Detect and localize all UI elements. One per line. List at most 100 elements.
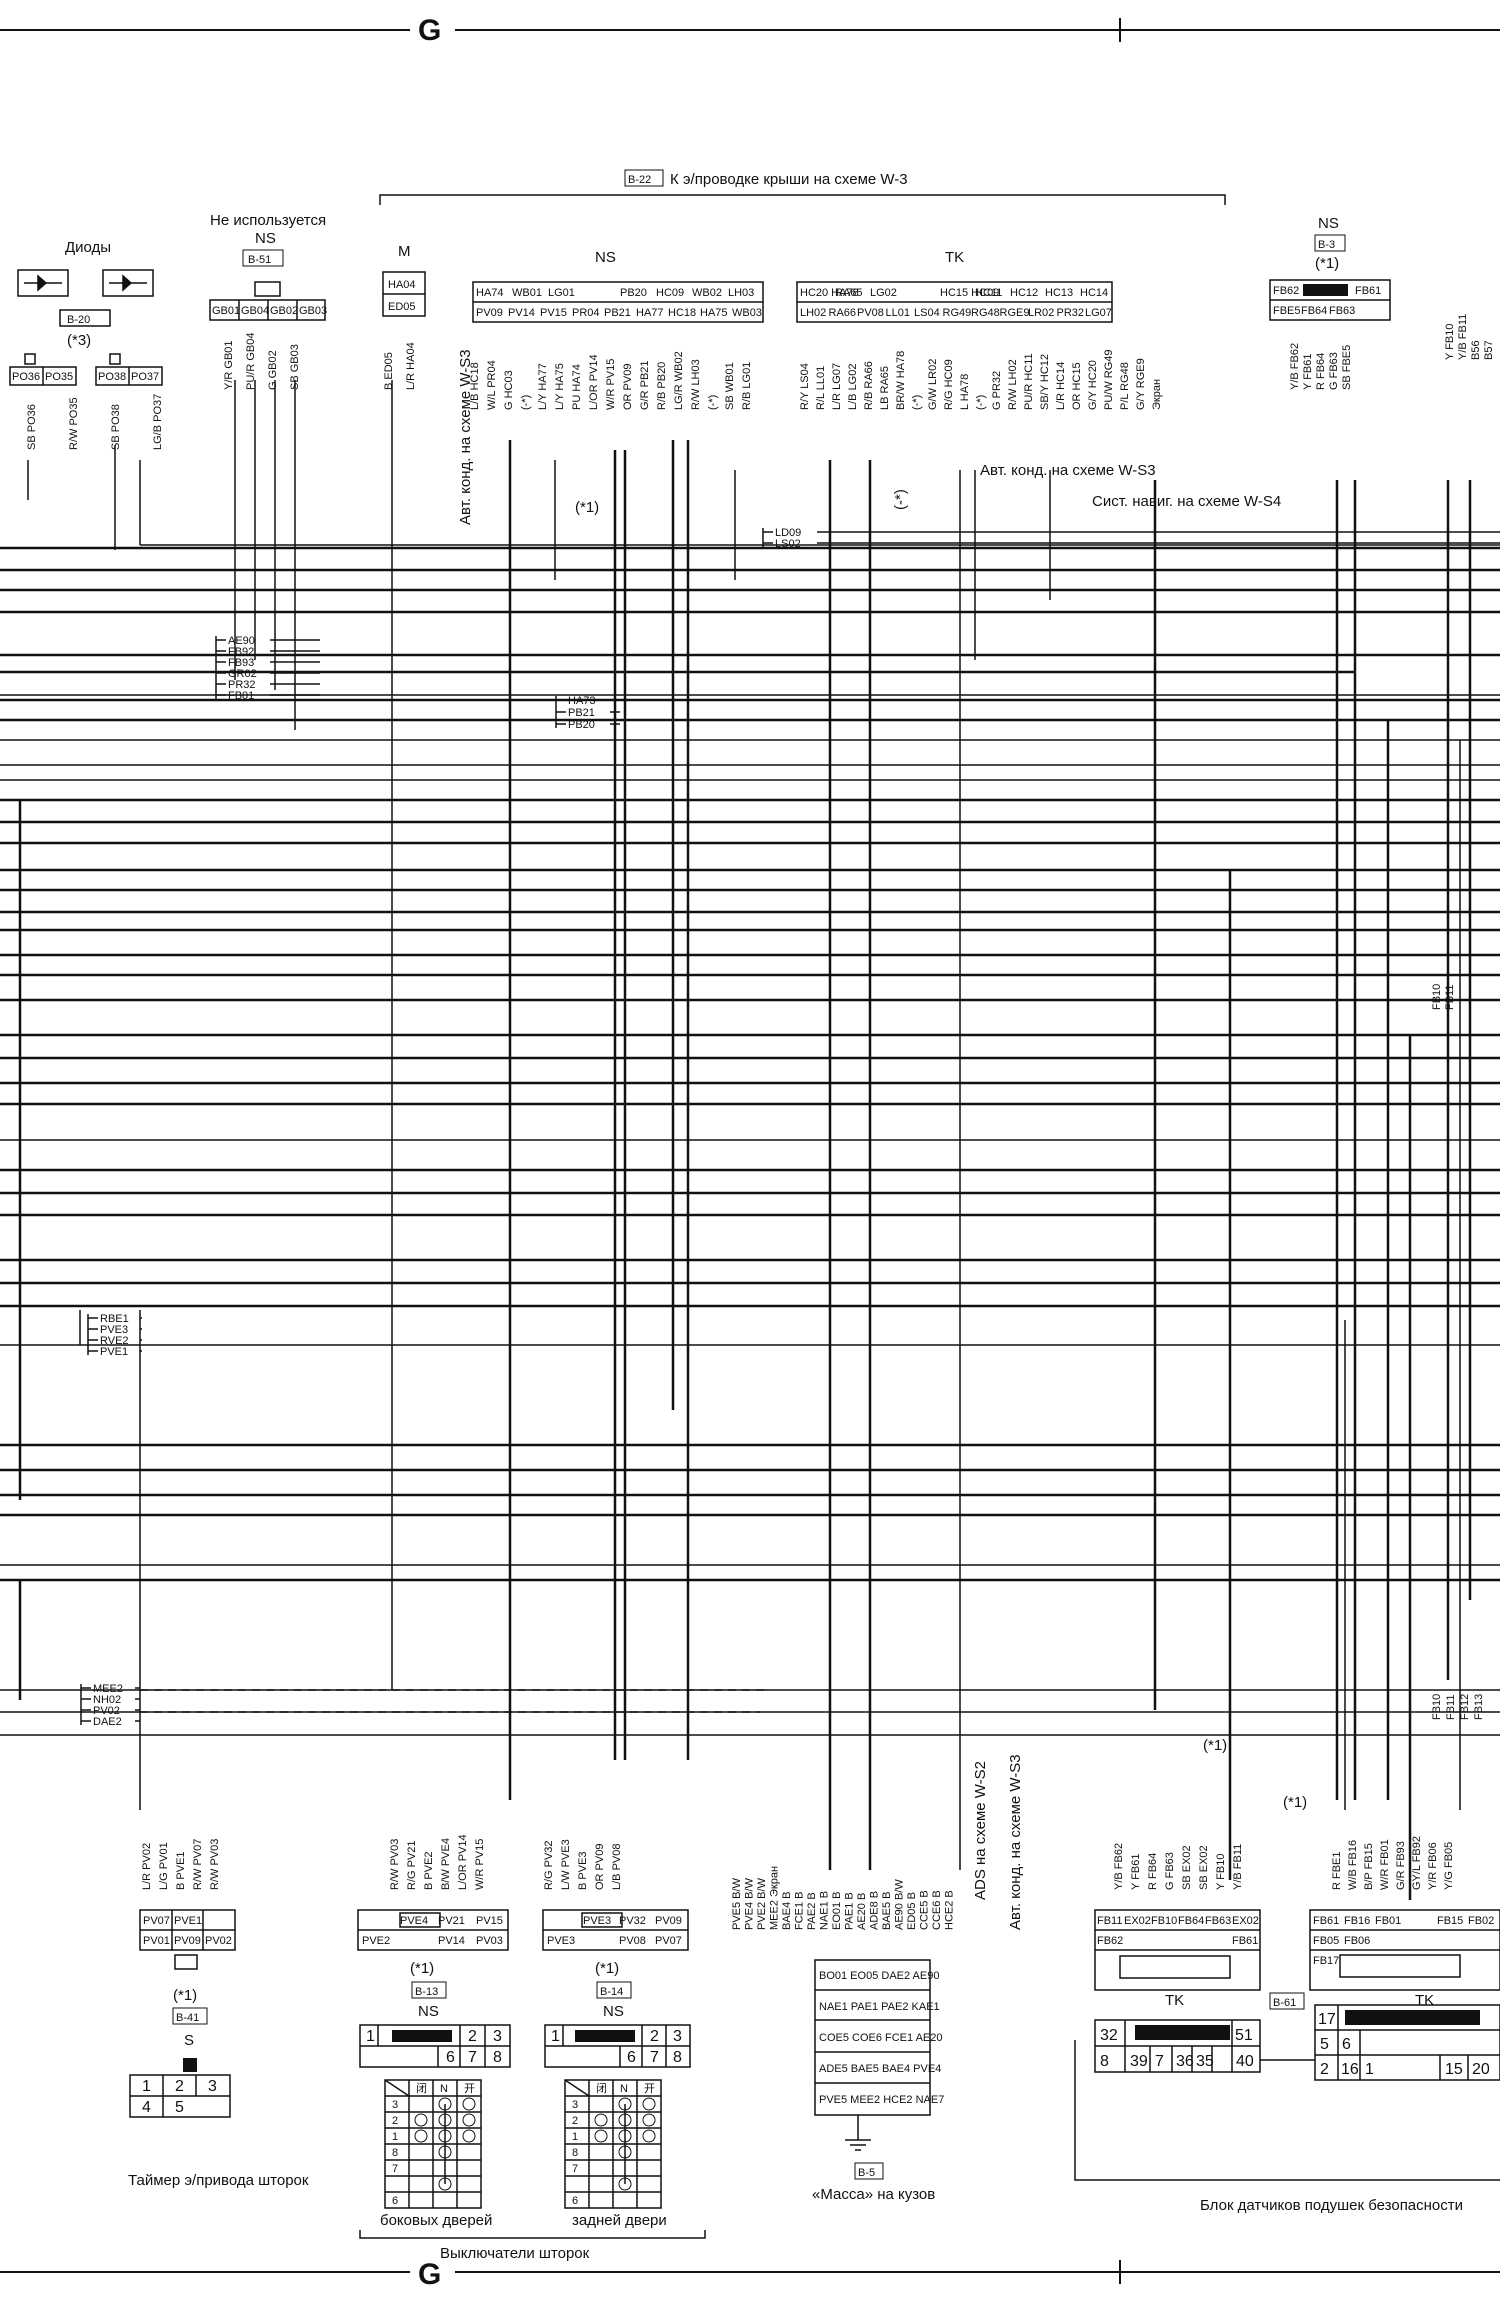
- ns-pin-r2-5: HA77: [636, 307, 664, 319]
- side-tbl-r-0: 3: [392, 2099, 398, 2111]
- rear-wire-4: L/B PV08: [611, 1844, 623, 1890]
- unused-ns: NS: [255, 230, 276, 247]
- airbag-tk2: TK: [1415, 1992, 1434, 2009]
- ns-wire-12: LG/R WB02: [673, 351, 685, 410]
- sheet-marker-bottom: G: [418, 2258, 441, 2291]
- annot-nav: Сист. навиг. на схеме W-S4: [1092, 493, 1281, 510]
- side-pin-r1-2: PV21: [438, 1915, 465, 1927]
- rear-pin-r2-3: PV07: [655, 1935, 682, 1947]
- ns-wire-11: R/B PB20: [656, 362, 668, 410]
- side-wire-5: W/R PV15: [474, 1839, 486, 1890]
- ab-gr1-0: 17: [1318, 2011, 1336, 2028]
- switches-bracket: [359, 2230, 706, 2239]
- gnd-wire-17: HCE2 B: [944, 1890, 956, 1930]
- m-wire-1: L/R HA04: [405, 342, 417, 390]
- airbag-face-left-blackout: [1135, 2025, 1230, 2040]
- rear-label: задней двери: [572, 2212, 667, 2229]
- ns-wire-9: OR PV09: [622, 364, 634, 410]
- rear-tbl-hdr-1: 闭: [596, 2082, 607, 2095]
- ns-pin-r2-7: HA75: [700, 307, 728, 319]
- ab-r-wire-6: Y/R FB06: [1427, 1842, 1439, 1890]
- ns-wire-16: R/B LG01: [741, 362, 753, 410]
- ns-pin-r1-2: LG01: [548, 287, 575, 299]
- diodes-note: (*3): [67, 332, 91, 349]
- annot-star1-a: (*1): [575, 499, 599, 516]
- gnd-row-4: PVE5 MEE2 HCE2 NAE7: [819, 2094, 944, 2106]
- diodes-title: Диоды: [65, 239, 111, 256]
- unused-pin-2: GB02: [270, 305, 298, 317]
- ns-pin-r1-4: PB20: [620, 287, 647, 299]
- side-tbl-diag: [384, 2079, 410, 2097]
- rbs-3: FB13: [1473, 1694, 1485, 1720]
- rear-tbl-r-1: 2: [572, 2115, 578, 2127]
- rear-tbl-r-4: 7: [572, 2163, 578, 2175]
- timer-key: [183, 2058, 197, 2072]
- tk-wire-10: L HA78: [959, 374, 971, 410]
- conn-m-box: [382, 271, 426, 317]
- slm-label-0: RBE1: [100, 1313, 129, 1325]
- rear-pin-r1-1: PVE3: [583, 1915, 611, 1927]
- b3-pin-r2-2: FB63: [1329, 305, 1355, 317]
- slb-label-0: MEE2: [93, 1683, 123, 1695]
- ab-r-wire-5: GY/L FB92: [1411, 1836, 1423, 1890]
- ns-b3-tag-box: [1314, 234, 1346, 252]
- timer-wire-3: R/W PV07: [192, 1839, 204, 1890]
- rear-ns: NS: [603, 2003, 624, 2020]
- gnd-row-3: ADE5 BAE5 BAE4 PVE4: [819, 2063, 941, 2075]
- ns-b3-label: NS: [1318, 215, 1339, 232]
- unused-wire-2: G GB02: [267, 350, 279, 390]
- side-tbl-r-3: 8: [392, 2147, 398, 2159]
- rt-wire-3: B57: [1483, 340, 1495, 360]
- ns-wire-7: L/OR PV14: [588, 354, 600, 410]
- annot-ads: ADS на схеме W-S2: [972, 1761, 989, 1900]
- tk-pin-r1-1: RA65: [835, 287, 863, 299]
- timer-pin-r1-1: PVE1: [174, 1915, 202, 1927]
- ab-r-wire-7: Y/G FB05: [1443, 1842, 1455, 1890]
- tk-wire-6: BR/W HA78: [895, 351, 907, 410]
- airbag-tag: B-61: [1273, 1997, 1296, 2009]
- ns-wire-8: W/R PV15: [605, 359, 617, 410]
- side-wire-4: L/OR PV14: [457, 1834, 469, 1890]
- ns-wire-4: L/Y HA77: [537, 363, 549, 410]
- side-tbl-r-2: 1: [392, 2131, 398, 2143]
- ab-l-p2-5: FB61: [1232, 1935, 1258, 1947]
- rear-face: [544, 2024, 691, 2068]
- unused-wire-3: SB GB03: [289, 344, 301, 390]
- side-ns: NS: [418, 2003, 439, 2020]
- side-pin-r2-0: PVE2: [362, 1935, 390, 1947]
- b3-pin-r2-1: FB64: [1301, 305, 1327, 317]
- gnd-wire-0: PVE5 B/W: [731, 1877, 743, 1930]
- gnd-row-1: NAE1 PAE1 PAE2 KAE1: [819, 2001, 940, 2013]
- bus-wires: [0, 546, 1500, 1582]
- sheet-border-bottom: [0, 2260, 1500, 2284]
- timer-title-text: Таймер э/привода шторок: [128, 2172, 309, 2189]
- ab-r-p2-1: FB06: [1344, 1935, 1370, 1947]
- tk-pin-r1-7: HC13: [1045, 287, 1073, 299]
- side-tbl-contact-2: [414, 2113, 428, 2127]
- rear-tag-box: [596, 1981, 632, 1999]
- dashed-wires: [140, 1689, 770, 1713]
- tk-wire-20: P/L RG48: [1119, 362, 1131, 410]
- side-pin-r1-1: PVE4: [400, 1915, 428, 1927]
- side-pin-r2-3: PV03: [476, 1935, 503, 1947]
- ab-l-p1-2: FB10: [1151, 1915, 1177, 1927]
- diode-wire-2: SB PO38: [110, 404, 122, 450]
- ab-r-p1-4: FB15: [1437, 1915, 1463, 1927]
- rear-wire-3: OR PV09: [594, 1844, 606, 1890]
- diode-wire-3: LG/B PO37: [152, 394, 164, 450]
- rear-grid-2: 2: [650, 2028, 659, 2045]
- ns-pin-r2-2: PV15: [540, 307, 567, 319]
- ab-gr3-1: 16: [1341, 2061, 1359, 2078]
- ground-text: «Масса» на кузов: [812, 2186, 935, 2203]
- gnd-row-2: COE5 COE6 FCE1 AE20: [819, 2032, 943, 2044]
- tk-pin-r2-9: PR32: [1057, 307, 1085, 319]
- ns-pin-r1-5: HC09: [656, 287, 684, 299]
- rear-wire-2: B PVE3: [577, 1851, 589, 1890]
